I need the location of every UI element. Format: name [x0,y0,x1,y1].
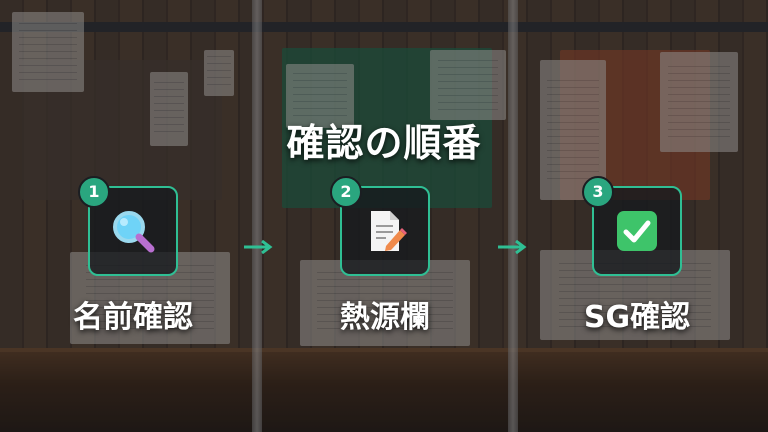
step-1-badge: 1 [78,176,110,208]
step-3-badge: 3 [582,176,614,208]
arrow-right-icon [497,240,527,254]
document-pencil-icon [362,208,408,254]
slide-title: 確認の順番 [0,112,768,167]
step-3-card: 3 [592,186,682,276]
arrow-right-icon [243,240,273,254]
step-2-label: 熱源欄 [285,292,485,336]
step-1-label: 名前確認 [33,292,233,336]
step-2-card: 2 [340,186,430,276]
step-1-card: 1 [88,186,178,276]
step-2-badge: 2 [330,176,362,208]
check-box-icon [614,208,660,254]
magnifier-icon [110,208,156,254]
step-3-label: SG確認 [537,292,737,336]
